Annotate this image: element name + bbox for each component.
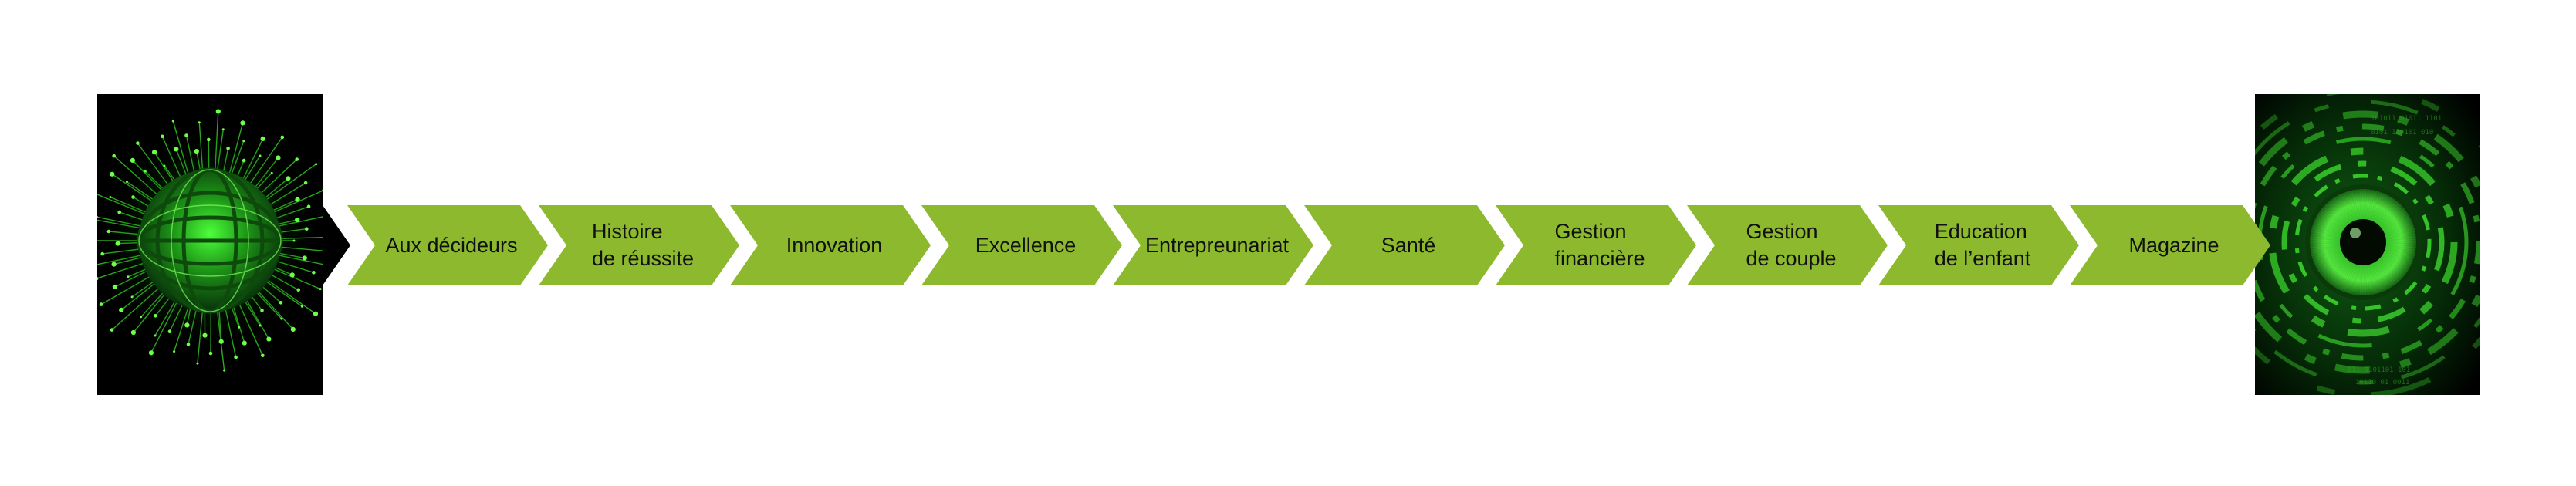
step-label: Santé [1381,233,1436,257]
step-label: Innovation [786,233,883,257]
digital-globe-icon [97,109,323,372]
svg-text:101011 01011 1101: 101011 01011 1101 [2371,115,2442,123]
chevron-step: Entrepreunariat [1113,205,1313,285]
step-label: Education de l’enfant [1934,220,2031,270]
right-image-panel: 101011 01011 1101 0101 110101 010 011 01… [2255,94,2480,395]
step-label: Histoire de réussite [591,220,695,270]
step-label: Magazine [2128,233,2219,257]
chevron-step: Excellence [921,205,1122,285]
chevron-step: Aux décideurs [347,205,548,285]
left-image-panel [97,94,323,395]
chevron-step: Gestion financière [1496,205,1696,285]
chevron-step: Innovation [730,205,931,285]
cyber-eye-icon: 101011 01011 1101 0101 110101 010 011 01… [2255,94,2480,395]
step-label: Excellence [975,233,1077,257]
chevron-step: Santé [1304,205,1505,285]
svg-text:011 0101101 101: 011 0101101 101 [2348,366,2410,374]
chevron-step: Histoire de réussite [539,205,739,285]
left-arrow-notch [323,205,350,285]
step-label: Aux décideurs [385,233,518,257]
chevron-step: Education de l’enfant [1878,205,2079,285]
chevron-step: Gestion de couple [1687,205,1888,285]
step-label: Entrepreunariat [1144,233,1290,257]
svg-text:10110 01 0011: 10110 01 0011 [2355,379,2409,386]
svg-text:0101 110101 010: 0101 110101 010 [2371,129,2433,137]
step-label: Gestion financière [1554,220,1645,270]
chevron-step: Magazine [2070,205,2270,285]
step-label: Gestion de couple [1746,220,1837,270]
